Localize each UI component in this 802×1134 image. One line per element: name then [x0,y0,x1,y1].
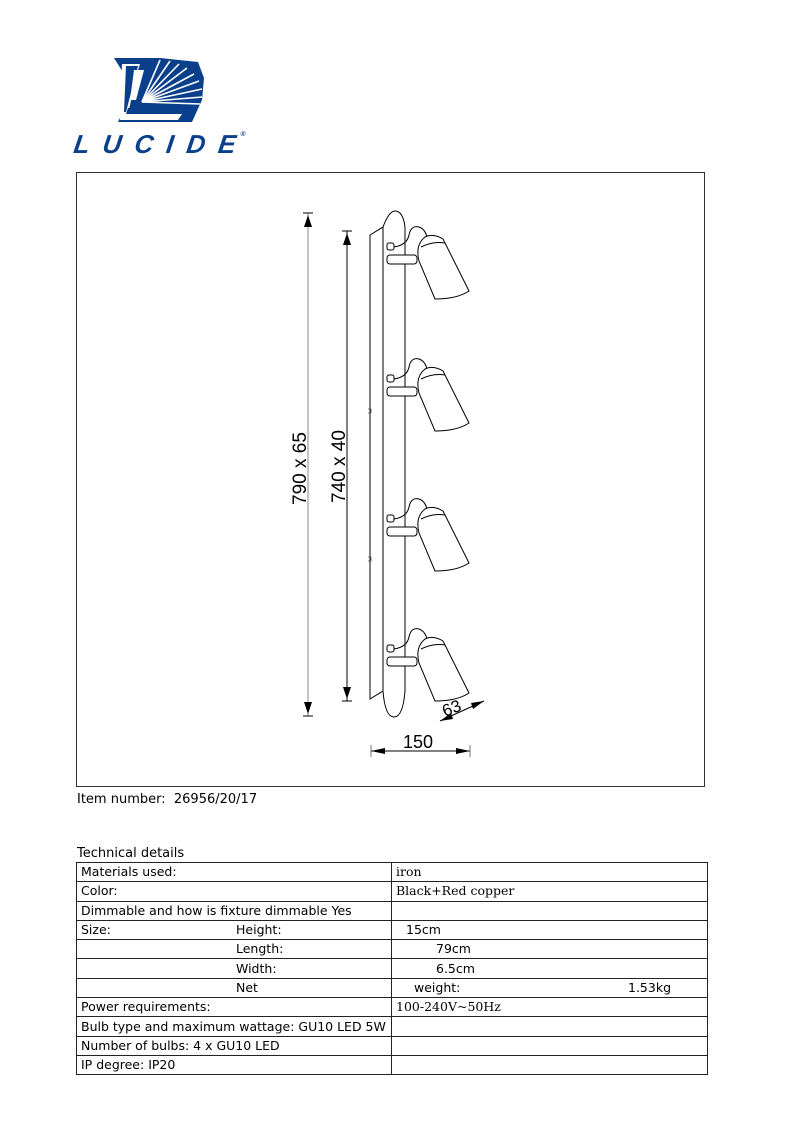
row-value [391,1016,708,1037]
item-number: Item number: 26956/20/17 [77,792,257,807]
size-label: Size: [81,922,111,938]
brand-name-text: LUCIDE [71,129,251,159]
weight-label: weight: [414,979,461,995]
technical-details-table: Materials used: iron Color: Black+Red co… [76,861,708,1076]
dim-line-shade [439,700,485,722]
net-label: Net [236,979,258,995]
row-value: 100-240V~50Hz [391,997,708,1018]
row-label: Length: [76,939,392,960]
height-value: 15cm [406,922,441,938]
table-row: Power requirements: 100-240V~50Hz [76,997,708,1018]
logo-mark-icon [114,58,204,122]
row-value [391,1035,708,1056]
technical-drawing: 790 x 65 740 x 40 [76,172,705,787]
height-label: Height: [236,922,282,938]
row-value: 15cm [391,919,708,941]
table-row: Number of bulbs: 4 x GU10 LED [76,1035,708,1056]
item-number-label: Item number: [77,792,166,807]
spot-lamp-4 [386,628,470,702]
dim-overall-label: 790 x 65 [290,432,311,505]
row-value: 6.5cm [391,958,708,979]
spot-lamp-1 [386,226,470,300]
row-label: Width: [76,958,392,979]
row-label: Materials used: [76,861,392,883]
table-row: Length: 79cm [76,939,708,960]
table-row: Dimmable and how is fixture dimmable Yes [76,900,708,921]
row-value: Black+Red copper [391,881,708,902]
row-label: Bulb type and maximum wattage: GU10 LED … [76,1016,392,1037]
item-number-value: 26956/20/17 [173,792,258,807]
row-label: Dimmable and how is fixture dimmable Yes [76,900,392,921]
width-label: Width: [236,960,277,976]
dim-width-label: 150 [403,732,433,752]
row-label: Size: Height: [76,919,392,941]
row-value [391,1054,708,1076]
table-row: Color: Black+Red copper [76,881,708,902]
width-value: 6.5cm [436,960,475,976]
table-row: Net weight: 1.53kg [76,977,708,999]
row-value: iron [391,861,708,883]
dim-line-overall [303,212,313,717]
dim-plate-label: 740 x 40 [329,430,350,503]
row-label: Power requirements: [76,997,392,1018]
table-row: Size: Height: 15cm [76,919,708,941]
length-label: Length: [236,941,284,957]
row-value [391,900,708,921]
table-row: Width: 6.5cm [76,958,708,979]
lucide-logo: LUCIDE® [72,56,251,161]
weight-value: 1.53kg [628,979,672,995]
dim-line-plate [342,230,352,702]
length-value: 79cm [436,941,471,957]
spot-lamp-2 [386,358,470,432]
row-value: weight: 1.53kg [391,977,708,999]
table-row: Bulb type and maximum wattage: GU10 LED … [76,1016,708,1037]
row-label: IP degree: IP20 [76,1054,392,1076]
row-label: Color: [76,881,392,902]
spot-lamp-3 [386,498,470,572]
row-value: 79cm [391,939,708,960]
registered-mark: ® [239,131,246,138]
brand-name: LUCIDE® [72,129,251,160]
fixture-drawing: 790 x 65 740 x 40 [290,210,485,757]
dim-line-width [370,745,471,757]
table-row: Materials used: iron [76,861,708,883]
technical-details-title: Technical details [77,846,185,861]
row-label: Net [76,977,392,999]
table-row: IP degree: IP20 [76,1054,708,1076]
row-label: Number of bulbs: 4 x GU10 LED [76,1035,392,1056]
